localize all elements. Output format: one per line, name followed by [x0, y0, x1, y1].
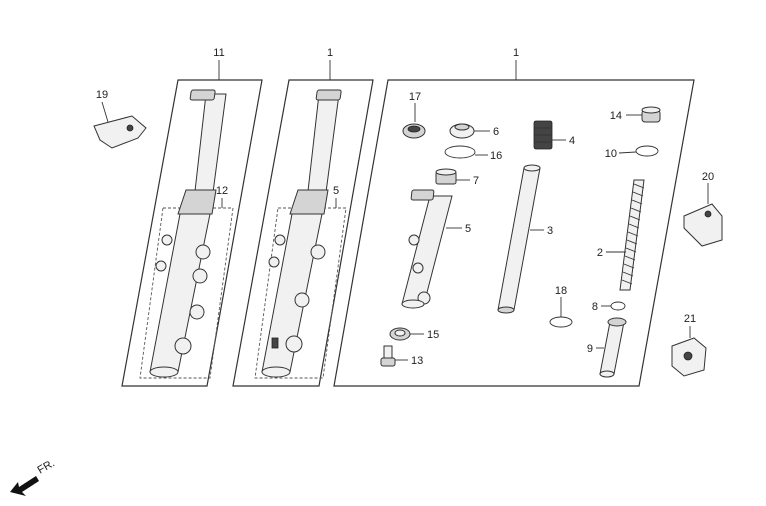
- part-17-oil-seal: [402, 123, 426, 139]
- callout-8: 8: [592, 301, 598, 313]
- front-arrow-icon: [10, 476, 39, 496]
- callout-11: 11: [213, 47, 224, 59]
- leader-lines: [101, 60, 709, 361]
- fork-leg-11: [149, 89, 227, 378]
- part-5-outer-tube: [401, 189, 453, 309]
- callout-5-left: 5: [333, 185, 339, 197]
- callout-7: 7: [473, 175, 479, 187]
- callout-20: 20: [702, 171, 714, 183]
- front-direction-label: FR.: [36, 457, 57, 476]
- callout-14: 14: [610, 110, 622, 122]
- callout-3: 3: [547, 225, 553, 237]
- callout-19: 19: [96, 89, 108, 101]
- callout-1-main: 1: [513, 47, 519, 59]
- part-3-inner-tube: [497, 164, 541, 314]
- part-13-socket-bolt: [380, 345, 396, 367]
- callout-13: 13: [411, 355, 423, 367]
- frame-assembly-1-left: [232, 79, 374, 387]
- part-20-bracket: [683, 203, 723, 247]
- part-9-damper-piston: [599, 317, 627, 378]
- frame-assembly-1-main: [333, 79, 695, 387]
- callout-9: 9: [587, 343, 593, 355]
- part-19-bracket: [93, 115, 147, 149]
- part-15-washer: [389, 327, 411, 341]
- callout-1-left: 1: [327, 47, 333, 59]
- callout-15: 15: [427, 329, 439, 341]
- part-14-fork-bolt: [641, 106, 661, 123]
- callout-21: 21: [684, 313, 696, 325]
- callout-10: 10: [605, 148, 617, 160]
- part-2-fork-spring: [619, 179, 645, 291]
- callout-4: 4: [569, 135, 575, 147]
- callout-6: 6: [493, 126, 499, 138]
- callout-16: 16: [490, 150, 502, 162]
- part-10-o-ring: [635, 145, 659, 157]
- frame-assembly-11: [121, 79, 263, 387]
- callout-2: 2: [597, 247, 603, 259]
- part-21-clamp: [671, 337, 707, 377]
- part-16-snap-ring: [444, 145, 476, 159]
- part-8-washer: [610, 301, 626, 311]
- fork-leg-1: [261, 89, 342, 378]
- front-direction-indicator: FR.: [10, 457, 57, 496]
- callout-5-main: 5: [465, 223, 471, 235]
- part-7-bushing: [435, 168, 457, 185]
- callout-12: 12: [216, 185, 228, 197]
- part-4-spring-collar: [533, 120, 553, 150]
- callout-18: 18: [555, 285, 567, 297]
- callout-17: 17: [409, 91, 421, 103]
- part-18-ring: [549, 316, 573, 328]
- part-6-dust-seal: [449, 123, 475, 139]
